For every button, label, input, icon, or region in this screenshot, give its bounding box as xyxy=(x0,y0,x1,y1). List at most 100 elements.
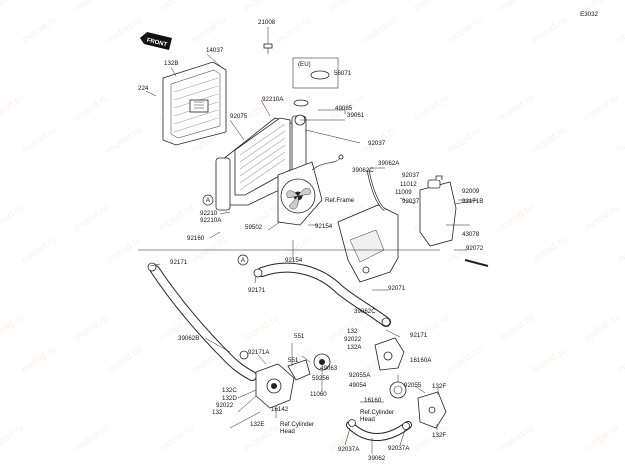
part-label-49054: 49054 xyxy=(349,382,367,389)
part-label-43078: 43078 xyxy=(462,231,480,238)
watermark-text: motod.ru xyxy=(615,125,625,157)
part-label-59256: 59256 xyxy=(312,375,330,382)
watermark-text: motod.ru xyxy=(20,125,59,157)
part-label-49063: 49063 xyxy=(320,365,338,372)
radiator-screen xyxy=(162,61,227,146)
watermark-text: motod.ru xyxy=(497,312,536,344)
part-label-39061: 39061 xyxy=(347,112,365,119)
part-label-14037: 14037 xyxy=(206,47,224,54)
region-label: (EU) xyxy=(298,61,311,68)
hose-39062C xyxy=(257,262,391,327)
part-label-224: 224 xyxy=(138,85,149,92)
part-label-16160a: 16160A xyxy=(410,357,432,364)
part-label-11009: 11009 xyxy=(395,189,412,196)
front-label: FRONT xyxy=(146,38,168,49)
watermark-text: motod.ru xyxy=(105,345,144,377)
watermark-text: motod.ru xyxy=(412,92,451,124)
watermark-text: motod.ru xyxy=(615,15,625,47)
part-label-39062a: 39062A xyxy=(378,160,400,167)
watermark-text: motod.ru xyxy=(20,235,59,267)
watermark-text: motod.ru xyxy=(445,125,484,157)
callout-a-lower: A xyxy=(237,254,249,266)
watermark-text: motod.ru xyxy=(445,345,484,377)
svg-text:A: A xyxy=(206,197,211,204)
part-label-132c: 132C xyxy=(222,387,237,394)
watermark-text: motod.ru xyxy=(615,235,625,267)
part-label-92022: 92022 xyxy=(216,402,234,409)
diagram-code: E3032 xyxy=(580,11,598,18)
watermark-text: motod.ru xyxy=(275,15,314,47)
reserve-tank xyxy=(419,175,479,247)
watermark-text: motod.ru xyxy=(157,0,196,14)
watermark-text: motod.ru xyxy=(105,235,144,267)
ref-frame-text: Ref.Frame xyxy=(325,197,355,204)
part-label-92075: 92075 xyxy=(230,113,248,120)
part-label-92171: 92171 xyxy=(248,287,266,294)
part-label-551: 551 xyxy=(294,333,305,340)
part-label-132a: 132A xyxy=(347,344,362,351)
watermark-text: motod.ru xyxy=(530,125,569,157)
part-label-92072: 92072 xyxy=(466,245,484,252)
watermark-text: motod.ru xyxy=(497,0,536,14)
part-label-92160: 92160 xyxy=(187,235,205,242)
part-label-11060: 11060 xyxy=(310,391,327,398)
part-label-92022: 92022 xyxy=(344,336,362,343)
watermark-text: motod.ru xyxy=(582,312,621,344)
watermark-text: motod.ru xyxy=(72,202,111,234)
ref-frame-note: Ref.Frame xyxy=(325,197,355,204)
watermark-text: motod.ru xyxy=(582,92,621,124)
part-label-92210a: 92210A xyxy=(200,217,222,224)
part-label-11012: 11012 xyxy=(400,181,417,188)
callout-a-upper: A xyxy=(202,194,214,206)
part-label-92055: 92055 xyxy=(404,382,422,389)
watermark-text: motod.ru xyxy=(72,312,111,344)
watermark-text: motod.ru xyxy=(412,0,451,14)
part-label-92071: 92071 xyxy=(388,285,406,292)
part-label-132e: 132E xyxy=(250,421,264,428)
watermark-text: motod.ru xyxy=(530,15,569,47)
part-label-132f: 132F xyxy=(432,432,446,439)
hose-39062B xyxy=(150,265,257,381)
part-label-132: 132 xyxy=(347,328,358,335)
water-pump xyxy=(255,359,311,409)
reservoir-bracket xyxy=(337,204,399,283)
watermark-text: motod.ru xyxy=(0,0,26,14)
part-label-92171a: 92171A xyxy=(248,349,270,356)
part-label-39062c: 39062C xyxy=(352,167,374,174)
watermark-text: motod.ru xyxy=(20,15,59,47)
watermark-text: motod.ru xyxy=(530,235,569,267)
watermark-text: motod.ru xyxy=(412,312,451,344)
part-label-92154: 92154 xyxy=(285,257,303,264)
watermark-text: motod.ru xyxy=(20,345,59,377)
watermark-text: motod.ru xyxy=(72,0,111,14)
part-label-39062c: 39062C xyxy=(354,308,376,315)
part-label-39062: 39062 xyxy=(368,455,386,462)
watermark-text: motod.ru xyxy=(615,345,625,377)
part-labels: 2100814037132B22492210A92075560714908539… xyxy=(138,19,484,462)
leader-lines xyxy=(138,27,475,454)
part-label-92055a: 92055A xyxy=(349,372,371,379)
watermark-text: motod.ru xyxy=(242,312,281,344)
part-label-132: 132 xyxy=(212,409,223,416)
watermark-text: motod.ru xyxy=(497,202,536,234)
part-label-92171: 92171 xyxy=(410,332,428,339)
watermark-text: motod.ru xyxy=(0,422,26,454)
part-label-92171b: 92171B xyxy=(462,198,483,205)
part-label-92210: 92210 xyxy=(200,210,218,217)
radiator-cap xyxy=(292,57,339,107)
svg-text:A: A xyxy=(241,257,246,264)
part-label-92154: 92154 xyxy=(315,223,333,230)
part-label-21008: 21008 xyxy=(258,19,276,26)
watermark-text: motod.ru xyxy=(0,202,26,234)
watermark-text: motod.ru xyxy=(105,15,144,47)
watermark-text: motod.ru xyxy=(72,422,111,454)
part-label-551: 551 xyxy=(288,357,299,364)
part-label-92210a: 92210A xyxy=(262,96,284,103)
watermark-text: motod.ru xyxy=(360,15,399,47)
part-label-39062b: 39062B xyxy=(178,335,199,342)
part-label-92037: 92037 xyxy=(368,140,386,147)
